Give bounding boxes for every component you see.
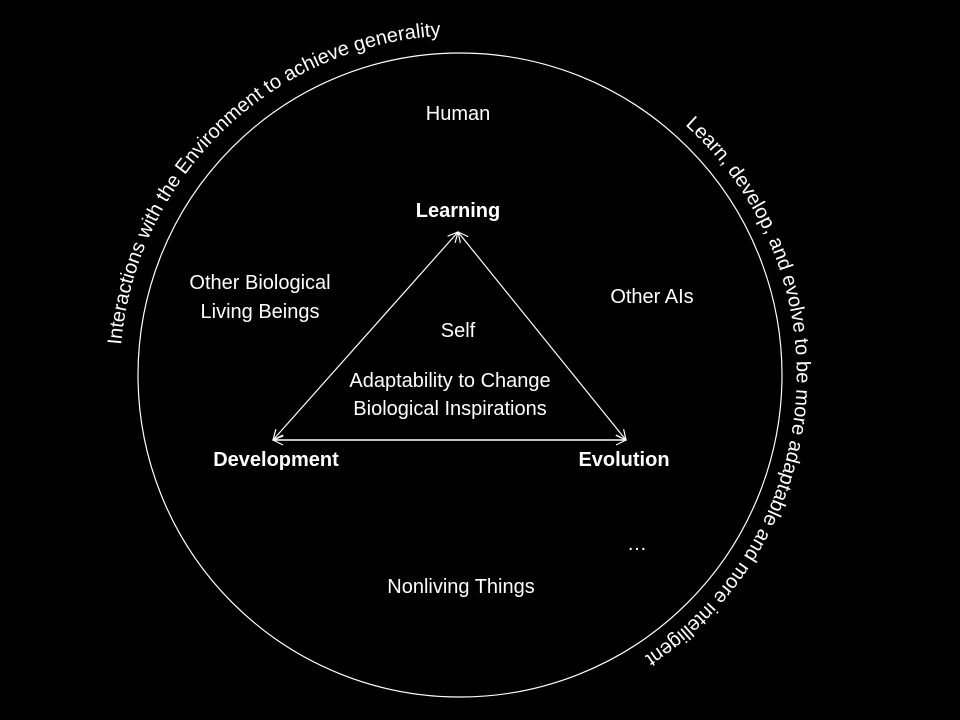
environment-circle [137,52,783,698]
arrow-learning-development [273,232,458,440]
arrow-learning-evolution [458,232,626,440]
label-adaptability: Adaptability to Change [349,370,551,392]
vertex-evolution: Evolution [578,449,670,471]
label-self: Self [440,320,476,342]
vertex-learning: Learning [415,200,501,222]
label-human: Human [425,103,491,125]
vertex-development: Development [213,449,339,471]
label-other-biological-1: Other Biological [189,272,331,294]
label-ellipsis: … [627,533,647,555]
label-nonliving-things: Nonliving Things [387,576,535,598]
label-other-ais: Other AIs [610,286,694,308]
label-biological-inspirations: Biological Inspirations [353,398,547,420]
label-other-biological-2: Living Beings [200,301,320,323]
